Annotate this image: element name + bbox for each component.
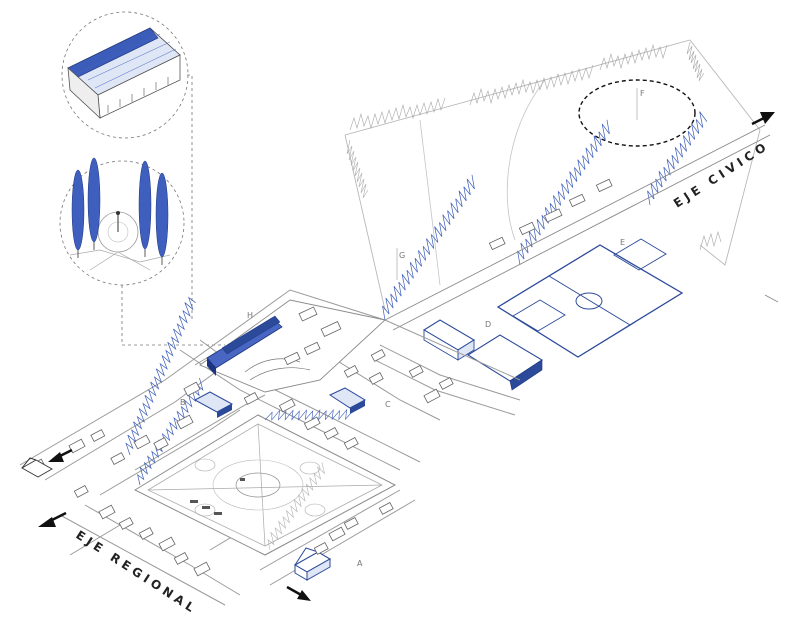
marker-e: E bbox=[620, 238, 625, 247]
plaza-detail-inset bbox=[59, 157, 185, 286]
arrow-icon bbox=[38, 511, 67, 527]
marker-c: C bbox=[385, 400, 391, 409]
arrow-icon bbox=[751, 112, 775, 126]
covered-court bbox=[466, 334, 544, 391]
west-entry-building bbox=[21, 457, 53, 478]
civic-axis-buildings bbox=[488, 178, 613, 251]
regional-axis-tree-line bbox=[125, 296, 196, 456]
main-plaza bbox=[133, 377, 397, 556]
blue-house-a bbox=[293, 547, 332, 581]
blue-building-c bbox=[328, 387, 367, 414]
arrow-icon bbox=[286, 585, 311, 601]
blue-building-b bbox=[193, 391, 234, 418]
blue-civic-building bbox=[199, 299, 386, 393]
marker-d: D bbox=[485, 320, 491, 329]
roof-detail-inset bbox=[61, 11, 189, 139]
football-pitch bbox=[496, 238, 684, 358]
surrounding-houses bbox=[28, 348, 454, 577]
hillside-park-area bbox=[344, 39, 761, 311]
poplar-tree-icon bbox=[71, 157, 169, 258]
marker-g: G bbox=[399, 251, 405, 260]
marker-f: F bbox=[640, 89, 645, 98]
civic-axis-tree-line bbox=[382, 111, 771, 331]
marker-h: H bbox=[247, 311, 253, 320]
gymnasium-building bbox=[422, 319, 476, 361]
regional-axis-label: EJE REGIONAL bbox=[73, 528, 200, 617]
arrow-icon bbox=[48, 448, 73, 462]
marker-a: A bbox=[357, 559, 363, 568]
marker-b: B bbox=[180, 398, 186, 407]
